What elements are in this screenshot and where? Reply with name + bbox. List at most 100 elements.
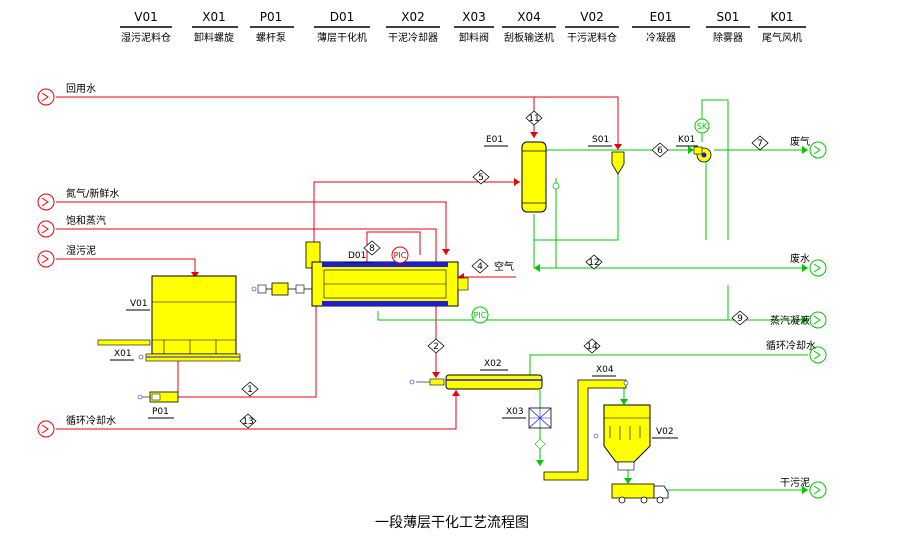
- line-number-1: 1: [241, 381, 259, 397]
- svg-text:6: 6: [657, 146, 663, 156]
- legend-item-e01: E01 冷凝器: [632, 10, 690, 44]
- equipment-legend: V01 湿污泥料仓 X01 卸料螺旋 P01 螺杆泵 D01 薄层干化机 X02…: [120, 10, 806, 44]
- pressure-controller-pic-dryer: PIC: [391, 246, 409, 264]
- pic-label: PIC: [474, 311, 487, 320]
- line-number-4: 4: [471, 258, 489, 274]
- water-lines-green: [377, 99, 808, 491]
- legend-name: 干泥冷却器: [388, 31, 438, 44]
- outlet-wastewater-connector: [809, 259, 827, 277]
- demister-s01: S01: [588, 135, 625, 175]
- line-number-6: 6: [651, 142, 669, 158]
- svg-text:4: 4: [477, 262, 483, 272]
- equipment-tag-d01: D01: [348, 251, 366, 261]
- dry-sludge-truck: [611, 483, 669, 504]
- legend-tag: D01: [330, 10, 355, 24]
- inlet-return-water-connector: [37, 88, 55, 106]
- svg-text:8: 8: [369, 244, 375, 254]
- thin-film-dryer-d01: D01: [251, 241, 469, 307]
- water-arrows-green: [526, 146, 808, 494]
- line-number-2: 2: [427, 338, 445, 354]
- legend-name: 尾气风机: [762, 31, 802, 44]
- legend-item-x02: X02 干泥冷却器: [386, 10, 440, 44]
- equipment-tag-p01: P01: [152, 407, 169, 417]
- stream-label-dry-sludge: 干污泥: [780, 476, 810, 489]
- legend-item-v02: V02 干污泥料仓: [565, 10, 619, 44]
- legend-tag: S01: [717, 10, 740, 24]
- line-number-9: 9: [731, 310, 749, 326]
- legend-tag: P01: [260, 10, 283, 24]
- legend-name: 薄层干化机: [317, 31, 367, 44]
- line-number-11: 11: [525, 110, 543, 126]
- legend-tag: K01: [770, 10, 793, 24]
- outlet-connectors: [809, 141, 827, 499]
- legend-tag: X03: [462, 10, 486, 24]
- stream-label-wastewater: 废水: [790, 252, 810, 265]
- stream-label-condensate: 蒸汽凝液: [770, 314, 810, 327]
- equipment-tag-x04: X04: [596, 365, 614, 375]
- stream-label-exhaust: 废气: [790, 135, 810, 148]
- diagram-title: 一段薄层干化工艺流程图: [375, 515, 529, 531]
- stream-labels: 回用水 氮气/新鲜水 饱和蒸汽 湿污泥 循环冷却水 废气 废水 蒸汽凝液 循环冷…: [66, 83, 816, 489]
- line-number-5: 5: [472, 169, 490, 185]
- legend-name: 湿污泥料仓: [121, 31, 171, 44]
- inlet-nitrogen-connector: [37, 193, 55, 211]
- line-number-7: 7: [751, 135, 769, 151]
- outlet-dry-sludge-connector: [809, 481, 827, 499]
- legend-item-x03: X03 卸料阀: [454, 10, 494, 44]
- dry-sludge-silo-v02: V02: [593, 404, 678, 471]
- legend-item-k01: K01 尾气风机: [758, 10, 806, 44]
- legend-name: 卸料阀: [459, 31, 489, 44]
- inlet-steam-connector: [37, 220, 55, 238]
- equipment-tag-v01: V01: [130, 299, 148, 309]
- screw-pump-p01: P01: [137, 391, 179, 419]
- svg-text:14: 14: [586, 342, 598, 352]
- legend-name: 除雾器: [713, 31, 743, 44]
- legend-tag: E01: [650, 10, 673, 24]
- legend-item-p01: P01 螺杆泵: [250, 10, 294, 44]
- stream-label-wet-sludge: 湿污泥: [66, 244, 96, 257]
- line-number-13: 13: [239, 413, 257, 429]
- legend-name: 卸料螺旋: [194, 31, 234, 44]
- equipment-tag-x01: X01: [114, 349, 132, 359]
- line-number-markers: 11 5 6 7 8 4 12 9: [239, 110, 769, 429]
- legend-tag: V01: [134, 10, 157, 24]
- outlet-condensate-connector: [809, 311, 827, 329]
- stream-label-cooling-water-in: 循环冷却水: [66, 414, 116, 427]
- legend-tag: X02: [401, 10, 425, 24]
- line-number-8: 8: [363, 240, 381, 256]
- equipment-tag-x02: X02: [484, 359, 502, 369]
- legend-name: 刮板输送机: [504, 31, 554, 44]
- sk-label: SK: [697, 122, 708, 131]
- legend-name: 干污泥料仓: [567, 31, 617, 44]
- svg-text:11: 11: [528, 114, 539, 124]
- svg-text:9: 9: [737, 314, 743, 324]
- legend-name: 螺杆泵: [256, 32, 286, 44]
- legend-tag: X01: [202, 10, 226, 24]
- legend-item-v01: V01 湿污泥料仓: [120, 10, 172, 44]
- equipment-tag-x03: X03: [506, 407, 524, 417]
- legend-item-d01: D01 薄层干化机: [314, 10, 370, 44]
- equipment-tag-s01: S01: [592, 135, 609, 145]
- svg-text:2: 2: [433, 342, 439, 352]
- legend-item-x04: X04 刮板输送机: [502, 10, 556, 44]
- stream-label-steam: 饱和蒸汽: [66, 214, 106, 227]
- equipment-tag-e01: E01: [486, 135, 503, 145]
- stream-label-nitrogen: 氮气/新鲜水: [66, 187, 119, 200]
- equipment-tag-k01: K01: [678, 135, 695, 145]
- legend-name: 冷凝器: [646, 31, 676, 44]
- svg-text:12: 12: [588, 258, 599, 268]
- legend-item-x01: X01 卸料螺旋: [192, 10, 238, 44]
- outlet-cooling-water-connector: [809, 346, 827, 364]
- line-number-12: 12: [585, 254, 603, 270]
- legend-tag: V02: [580, 10, 603, 24]
- condenser-e01: E01: [484, 135, 560, 213]
- svg-text:13: 13: [242, 417, 253, 427]
- outlet-exhaust-connector: [809, 141, 827, 159]
- stream-label-air: 空气: [494, 260, 514, 273]
- stream-label-cooling-water-out: 循环冷却水: [766, 339, 816, 352]
- stream-label-return-water: 回用水: [66, 83, 96, 95]
- wet-sludge-silo-v01: V01: [126, 275, 237, 355]
- speed-controller-sk: SK: [694, 118, 710, 134]
- inlet-cooling-water-connector: [37, 420, 55, 438]
